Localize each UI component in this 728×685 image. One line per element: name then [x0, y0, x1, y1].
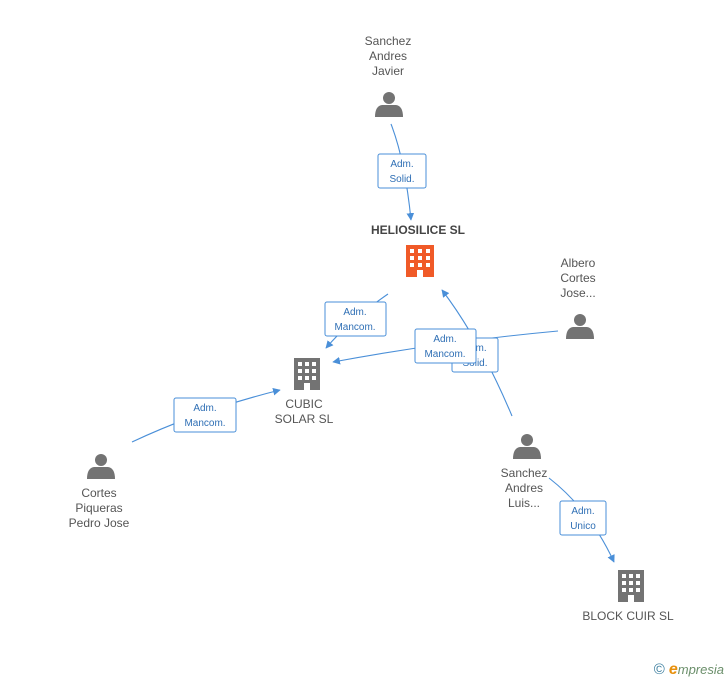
- badge-line-2: Solid.: [462, 358, 487, 369]
- node-label: Sanchez: [501, 466, 548, 480]
- node-label: SOLAR SL: [275, 412, 334, 426]
- node-label: Cortes: [560, 271, 595, 285]
- node-sanchez-andres-luis[interactable]: Sanchez Andres Luis...: [501, 434, 548, 510]
- node-label: Cortes: [81, 486, 116, 500]
- badge-line-1: Adm.: [343, 307, 366, 318]
- node-label: Albero: [561, 256, 596, 270]
- node-label: Luis...: [508, 496, 540, 510]
- node-label: Jose...: [560, 286, 595, 300]
- building-icon: [406, 245, 434, 277]
- badge-line-2: Mancom.: [184, 418, 225, 429]
- edge-badge-heliosilice-cubic: Adm. Mancom.: [324, 301, 387, 337]
- person-icon: [87, 454, 115, 479]
- badge-line-1: Adm.: [390, 159, 413, 170]
- node-label: Pedro Jose: [69, 516, 130, 530]
- node-label: BLOCK CUIR SL: [582, 609, 674, 623]
- person-icon: [375, 92, 403, 117]
- edge-badge-albero-cubic: Adm. Mancom.: [414, 328, 477, 364]
- copyright-symbol: ©: [653, 661, 665, 678]
- node-albero-cortes[interactable]: Albero Cortes Jose...: [560, 256, 596, 339]
- node-heliosilice[interactable]: HELIOSILICE SL: [371, 223, 465, 277]
- edge-badge-luis-block: Adm. Unico: [559, 500, 607, 536]
- node-cortes-piqueras[interactable]: Cortes Piqueras Pedro Jose: [69, 454, 130, 530]
- person-icon: [566, 314, 594, 339]
- node-label: Sanchez: [365, 34, 412, 48]
- node-block-cuir[interactable]: BLOCK CUIR SL: [582, 570, 674, 623]
- brand-logo-text: mpresia: [677, 662, 724, 677]
- badge-line-1: Adm.: [193, 403, 216, 414]
- building-icon: [294, 358, 320, 390]
- node-label: Andres: [505, 481, 543, 495]
- badge-line-1: Adm.: [571, 506, 594, 517]
- node-cubic-solar[interactable]: CUBIC SOLAR SL: [275, 358, 334, 426]
- node-label: Andres: [369, 49, 407, 63]
- badge-line-2: Solid.: [389, 174, 414, 185]
- node-label: CUBIC: [285, 397, 323, 411]
- edge-badge-javier-heliosilice: Adm. Solid.: [377, 153, 427, 189]
- node-label: Javier: [372, 64, 404, 78]
- person-icon: [513, 434, 541, 459]
- node-label: Piqueras: [75, 501, 122, 515]
- badge-line-1: Adm.: [433, 334, 456, 345]
- building-icon: [618, 570, 644, 602]
- edges: [131, 123, 615, 563]
- footer-brand: ©empresia: [654, 661, 724, 679]
- badge-line-2: Unico: [570, 521, 596, 532]
- node-sanchez-andres-javier[interactable]: Sanchez Andres Javier: [365, 34, 412, 117]
- edge-badge-pedro-cubic: Adm. Mancom.: [173, 397, 237, 433]
- badge-line-2: Mancom.: [424, 349, 465, 360]
- node-label: HELIOSILICE SL: [371, 223, 465, 237]
- brand-logo-initial: e: [668, 661, 678, 678]
- badge-line-2: Mancom.: [334, 322, 375, 333]
